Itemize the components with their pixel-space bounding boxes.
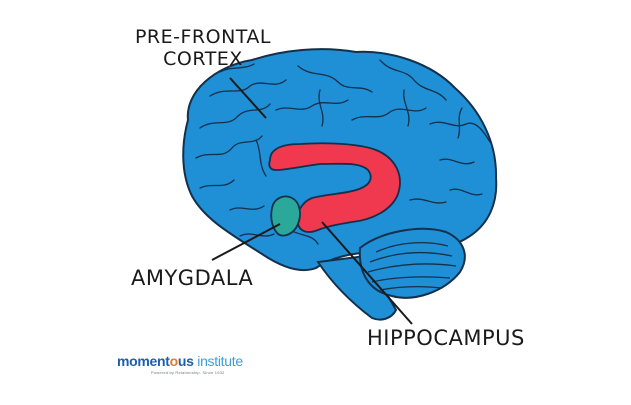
logo-part3: us bbox=[177, 353, 194, 369]
prefrontal-label-line2: CORTEX bbox=[163, 48, 243, 70]
cerebellum-folia bbox=[367, 242, 457, 291]
amygdala-label: AMYGDALA bbox=[131, 266, 254, 290]
prefrontal-cortex-label: PRE-FRONTAL CORTEX bbox=[128, 26, 278, 70]
logo-part2: o bbox=[169, 353, 179, 369]
prefrontal-label-line1: PRE-FRONTAL bbox=[134, 26, 272, 48]
logo-wordmark: momentous institute bbox=[117, 353, 243, 369]
logo-part4: institute bbox=[193, 353, 243, 369]
momentous-institute-logo: momentous institute Powered by Relations… bbox=[117, 353, 257, 381]
cerebellum-shape bbox=[358, 227, 466, 299]
amygdala-leader-line bbox=[211, 223, 281, 261]
logo-part1: moment bbox=[117, 353, 170, 369]
logo-tagline: Powered by Relationship. Since 1932 bbox=[151, 370, 225, 375]
prefrontal-leader-line bbox=[229, 77, 267, 119]
amygdala-shape bbox=[270, 195, 301, 237]
hippocampus-label: HIPPOCAMPUS bbox=[367, 326, 525, 350]
hippocampus-leader-line bbox=[321, 221, 413, 325]
